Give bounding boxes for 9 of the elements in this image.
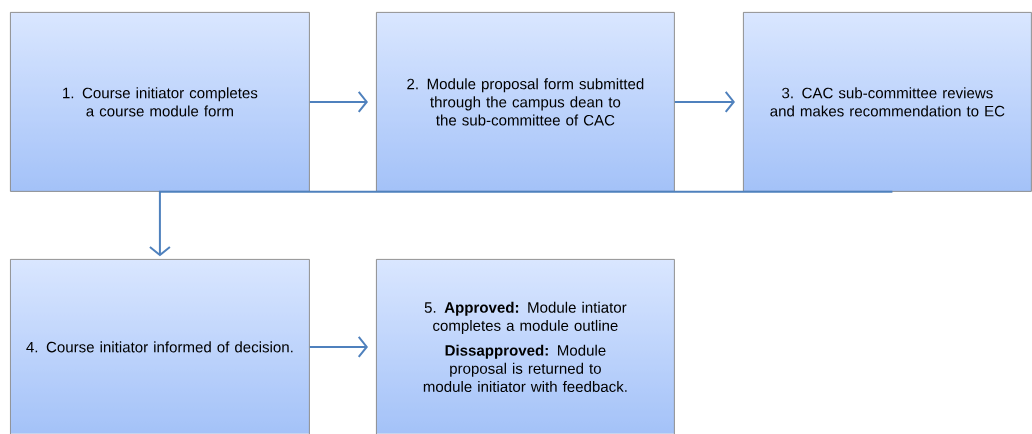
process-box: 2. Module proposal form submitted through the campus dean to the sub-committee of CAC bbox=[376, 12, 675, 192]
arrow bbox=[148, 190, 894, 257]
process-box: 5. Approved: Module intiator completes a module outline Dissapproved: Module proposal is returned to module initiator with feedback. bbox=[376, 259, 675, 434]
arrow bbox=[308, 335, 368, 358]
process-box: 1. Course initiator completes a course module form bbox=[10, 12, 310, 192]
process-box: 3. CAC sub-committee reviews and makes recommendation to EC bbox=[743, 12, 1032, 192]
process-box: 4. Course initiator informed of decision. bbox=[10, 259, 310, 434]
arrow bbox=[308, 90, 368, 113]
arrow bbox=[673, 90, 735, 113]
